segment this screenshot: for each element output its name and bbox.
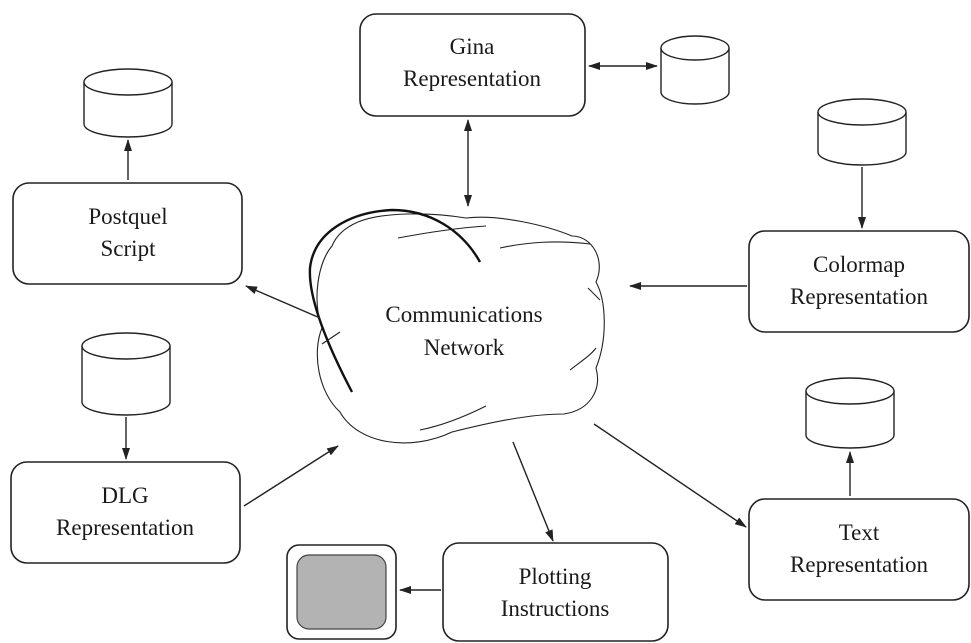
network-postquel-arrow [245, 285, 321, 319]
database-cylinder-icon [83, 68, 173, 138]
network-label-line2: Network [424, 335, 505, 360]
database-cylinder-icon [817, 98, 907, 166]
text-representation-box: Text Representation [748, 498, 970, 601]
database-cylinder-icon [81, 332, 171, 416]
gina-representation-box: Gina Representation [359, 13, 586, 117]
gina-label-line1: Gina [450, 34, 495, 59]
network-text-arrow [593, 423, 747, 528]
display-screen-icon [286, 544, 397, 640]
plotting-instructions-box: Plotting Instructions [442, 542, 669, 642]
postquel-label-line2: Script [101, 236, 157, 261]
network-label-line1: Communications [385, 302, 542, 327]
colormap-label-line1: Colormap [813, 252, 905, 277]
database-cylinder-icon [660, 35, 730, 105]
text-label-line2: Representation [790, 552, 928, 577]
plotting-label-line1: Plotting [519, 564, 592, 589]
postquel-script-box: Postquel Script [12, 182, 243, 285]
text-label-line1: Text [839, 520, 880, 545]
postquel-label-line1: Postquel [88, 204, 167, 229]
network-plotting-arrow [512, 441, 554, 542]
colormap-representation-box: Colormap Representation [748, 230, 970, 333]
plotting-label-line2: Instructions [501, 596, 610, 621]
database-cylinder-icon [805, 377, 895, 449]
colormap-label-line2: Representation [790, 284, 928, 309]
communications-network-cloud: Communications Network [308, 208, 605, 444]
dlg-network-arrow [243, 445, 339, 507]
gina-label-line2: Representation [403, 66, 541, 91]
dlg-representation-box: DLG Representation [10, 461, 241, 564]
dlg-label-line1: DLG [101, 483, 148, 508]
dlg-label-line2: Representation [56, 515, 194, 540]
